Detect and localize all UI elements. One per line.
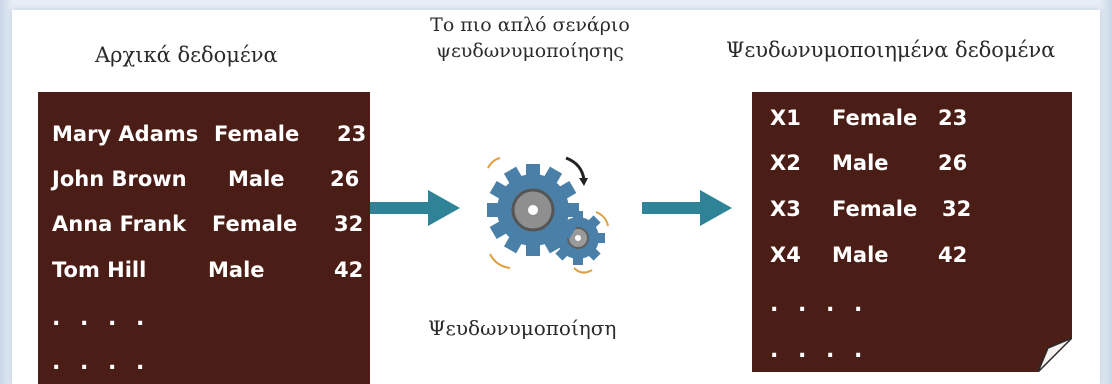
age-cell: 42 (334, 258, 364, 282)
process-title-line2: ψευδωνυμοποίησης (436, 40, 624, 62)
original-data-panel: Mary Adams Female 23 John Brown Male 26 … (38, 92, 370, 384)
gender-cell: Female (832, 106, 918, 130)
name-cell: Mary Adams (52, 122, 199, 146)
arrow-right-icon (370, 190, 460, 226)
gender-cell: Male (832, 243, 889, 267)
gender-cell: Male (228, 167, 285, 191)
folded-corner-icon (1038, 338, 1072, 372)
original-data-heading: Αρχικά δεδομένα (95, 43, 278, 67)
process-title-line1: Το πιο απλό σενάριο (430, 14, 630, 36)
name-cell: Anna Frank (52, 212, 187, 236)
ellipsis-row: . . . . (52, 306, 151, 331)
age-cell: 32 (942, 197, 972, 221)
pseudonymized-data-panel: X1 Female 23 X2 Male 26 X3 Female 32 X4 … (752, 92, 1072, 372)
gender-cell: Female (212, 212, 298, 236)
age-cell: 26 (330, 167, 360, 191)
pseudonymized-data-heading: Ψευδωνυμοποιημένα δεδομένα (726, 38, 1056, 62)
page-edge-right (1100, 0, 1112, 384)
age-cell: 23 (337, 122, 367, 146)
id-cell: X4 (770, 243, 801, 267)
name-cell: Tom Hill (52, 258, 147, 282)
page-edge-left (0, 0, 12, 384)
age-cell: 42 (938, 243, 968, 267)
age-cell: 26 (938, 151, 968, 175)
id-cell: X2 (770, 151, 801, 175)
id-cell: X3 (770, 197, 801, 221)
gender-cell: Female (832, 197, 918, 221)
ellipsis-row: . . . . (770, 292, 869, 317)
name-cell: John Brown (52, 167, 187, 191)
age-cell: 23 (938, 106, 968, 130)
process-label: Ψευδωνυμοποίηση (428, 316, 617, 340)
gender-cell: Female (214, 122, 300, 146)
gears-icon (487, 156, 609, 274)
process-title: Το πιο απλό σενάριο ψευδωνυμοποίησης (410, 12, 650, 64)
arrow-right-icon (642, 190, 732, 226)
ellipsis-row: . . . . (770, 338, 869, 363)
ellipsis-row: . . . . (52, 350, 151, 375)
age-cell: 32 (334, 212, 364, 236)
gender-cell: Male (208, 258, 265, 282)
id-cell: X1 (770, 106, 801, 130)
gender-cell: Male (832, 151, 889, 175)
